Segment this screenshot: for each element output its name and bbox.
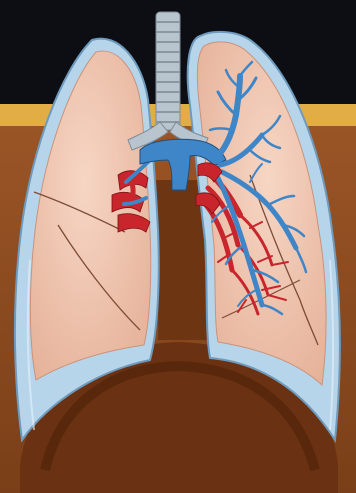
trachea [156, 12, 180, 130]
